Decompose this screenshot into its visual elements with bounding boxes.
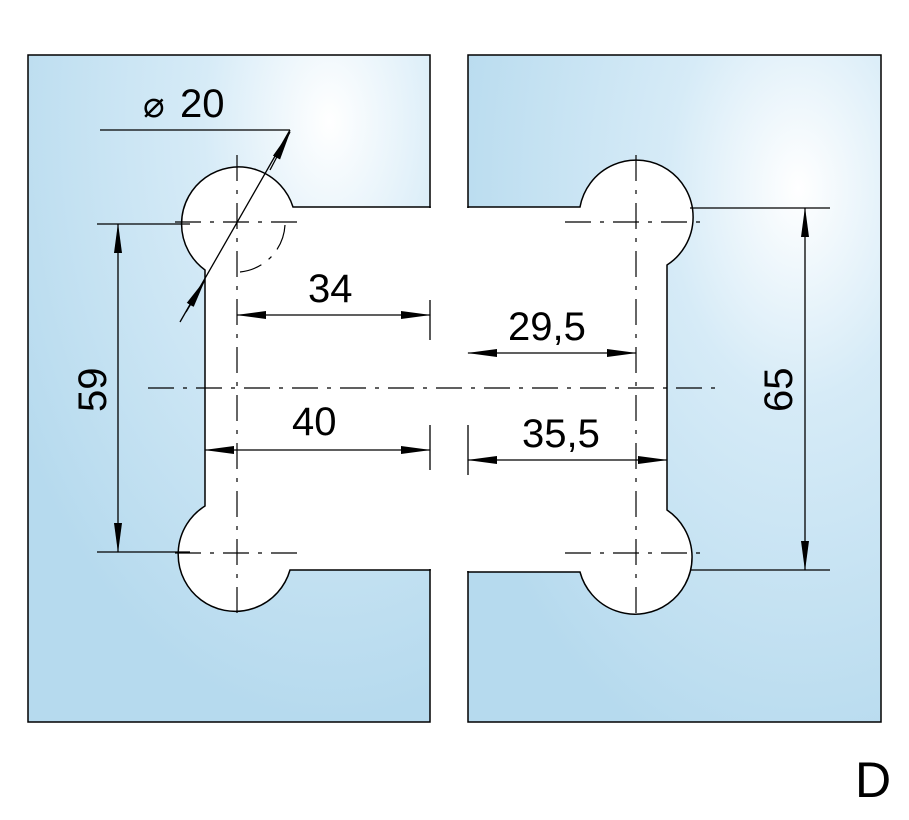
right-glass-panel: [466, 54, 882, 723]
center-lines: [148, 155, 715, 620]
dim-34-label: 34: [308, 267, 353, 311]
diameter-value: 20: [180, 82, 225, 126]
diameter-symbol: ⌀: [143, 84, 165, 125]
dim-29-5-label: 29,5: [508, 305, 586, 349]
dim-65-label: 65: [757, 368, 801, 413]
left-cutout: [177, 166, 431, 613]
diameter-dimension: ⌀ 20: [143, 82, 291, 323]
right-cutout: [467, 159, 694, 615]
dim-40-label: 40: [292, 400, 337, 444]
dim-59-label: 59: [71, 368, 115, 413]
dim-35-5-label: 35,5: [522, 412, 600, 456]
variant-label: D: [855, 752, 891, 808]
